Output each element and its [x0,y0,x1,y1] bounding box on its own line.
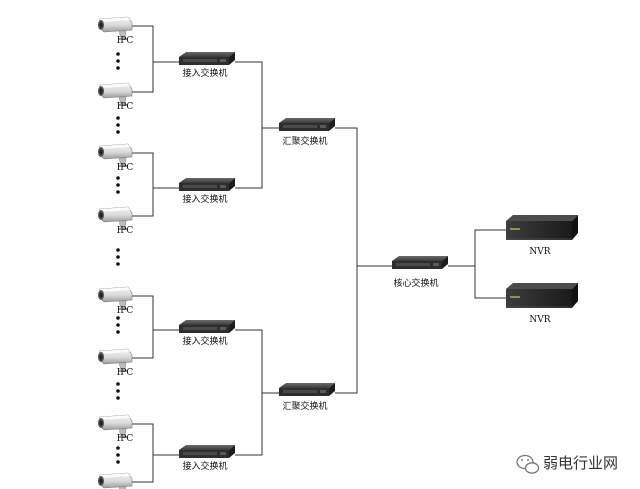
camera-icon [97,472,133,489]
core-switch-label: 核心交换机 [393,277,438,289]
access-switch-icon [179,178,235,191]
aggregation-link [335,127,358,394]
camera-link [132,423,154,483]
wechat-icon [516,454,540,474]
watermark: 弱电行业网 [516,454,618,474]
nvr-icon [505,282,579,309]
ellipsis-dots [116,116,120,134]
access-switch-label: 接入交换机 [182,193,227,205]
camera-label: IPC [117,36,134,46]
core-to-nvr-link [448,229,506,267]
camera-label: IPC [117,306,134,316]
camera-label: IPC [117,163,134,173]
camera-link [132,295,154,359]
ellipsis-dots [116,382,120,400]
watermark-text: 弱电行业网 [543,454,618,472]
core-to-nvr-link [474,266,506,299]
access-switch-label: 接入交换机 [182,67,227,79]
camera-link [132,152,154,217]
access-link [235,61,263,189]
access-switch-label: 接入交换机 [182,335,227,347]
core-switch-icon [392,256,448,269]
camera-label: IPC [117,102,134,112]
access-switch-icon [179,445,235,458]
nvr-icon [505,214,579,241]
ellipsis-dots [116,446,120,464]
nvr-label: NVR [529,247,550,257]
camera-label: IPC [117,434,134,444]
camera-link [132,25,154,93]
ellipsis-dots [116,248,120,266]
aggregation-switch-label: 汇聚交换机 [282,400,327,412]
access-link [235,329,263,456]
aggregation-switch-icon [279,118,335,131]
access-switch-label: 接入交换机 [182,460,227,472]
access-switch-icon [179,320,235,333]
access-switch-icon [179,52,235,65]
ellipsis-dots [116,316,120,334]
ellipsis-dots [116,176,120,194]
nvr-label: NVR [529,315,550,325]
aggregation-switch-icon [279,383,335,396]
camera-label: IPC [117,368,134,378]
connection-lines [132,25,506,483]
camera-label: IPC [117,226,134,236]
ellipsis-dots [116,52,120,70]
aggregation-switch-label: 汇聚交换机 [282,135,327,147]
